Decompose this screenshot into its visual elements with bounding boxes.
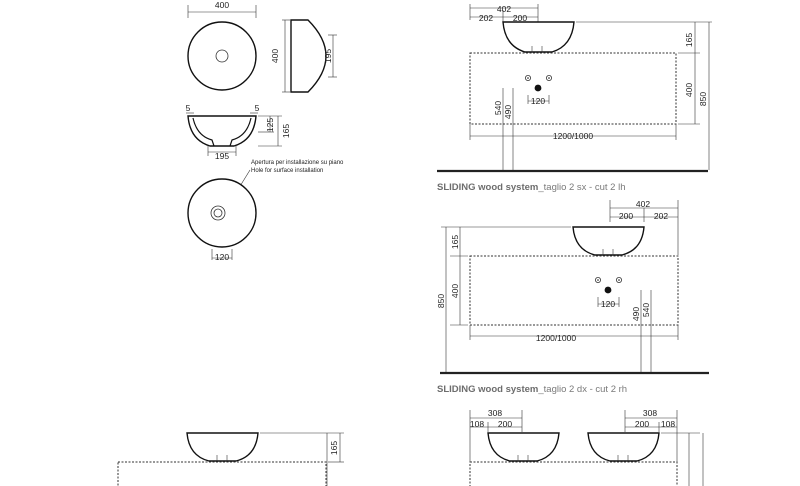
dbl-right-offset: 108 <box>661 419 675 429</box>
basin-side-view: 400 195 <box>270 19 337 93</box>
basin-section-view: 5 5 195 125 165 <box>186 103 291 161</box>
cutl-drain-540: 540 <box>493 101 503 115</box>
cutl-total-height: 850 <box>698 92 708 106</box>
rim-right-label: 5 <box>255 103 260 113</box>
top-width-label: 400 <box>215 0 229 10</box>
dbl-left-offset: 108 <box>470 419 484 429</box>
cutl-offset-left: 202 <box>479 13 493 23</box>
cutr-unit-height: 400 <box>450 284 460 298</box>
cutl-drain-spacing: 120 <box>531 96 545 106</box>
cutr-offset-left: 200 <box>619 211 633 221</box>
cutr-bowl-width: 402 <box>636 199 650 209</box>
basin-hole-view: Apertura per installazione su piano Hole… <box>187 160 344 262</box>
cutl-drain-490: 490 <box>503 105 513 119</box>
cutr-bowl-height: 165 <box>450 235 460 249</box>
cutr-total-height: 850 <box>436 294 446 308</box>
side-depth-label: 195 <box>323 49 333 63</box>
hole-note-line1: Apertura per installazione su piano <box>251 160 344 166</box>
dbl-right-inner: 200 <box>635 419 649 429</box>
section-inner-label: 125 <box>265 118 275 132</box>
cut-right-elevation: 402 200 202 120 490 540 1200/1000 165 40… <box>436 199 709 395</box>
dbl-left-inner: 200 <box>498 419 512 429</box>
cutl-bowl-height: 165 <box>684 33 694 47</box>
dbl-right-width: 308 <box>643 408 657 418</box>
section-total-label: 165 <box>281 124 291 138</box>
cutr-drain-490: 490 <box>631 307 641 321</box>
hole-note-line2: Hole for surface installation <box>251 168 323 174</box>
basin-top-view: 400 <box>187 0 257 91</box>
cutr-offset-right: 202 <box>654 211 668 221</box>
rim-left-label: 5 <box>186 103 191 113</box>
cutr-unit-width: 1200/1000 <box>536 333 576 343</box>
cutr-drain-spacing: 120 <box>601 299 615 309</box>
hole-dim-label: 120 <box>215 252 229 262</box>
double-elevation: 308 108 200 308 200 108 <box>469 408 704 486</box>
cut-left-elevation: 402 202 200 120 540 490 1200/1000 165 40… <box>437 4 712 193</box>
cutl-caption: SLIDING wood system_taglio 2 sx - cut 2 … <box>437 182 626 193</box>
cutr-caption-rest: _taglio 2 dx - cut 2 rh <box>537 384 627 395</box>
cutl-caption-bold: SLIDING wood system <box>437 182 538 193</box>
bottom-left-elevation: 165 <box>117 432 344 486</box>
section-base-label: 195 <box>215 151 229 161</box>
dbl-left-width: 308 <box>488 408 502 418</box>
cutl-caption-rest: _taglio 2 sx - cut 2 lh <box>537 182 625 193</box>
cutr-drain-540: 540 <box>641 303 651 317</box>
cutl-unit-width: 1200/1000 <box>553 131 593 141</box>
side-height-label: 400 <box>270 49 280 63</box>
cutl-offset-right: 200 <box>513 13 527 23</box>
cutl-unit-height: 400 <box>684 83 694 97</box>
cutr-caption: SLIDING wood system_taglio 2 dx - cut 2 … <box>437 384 627 395</box>
bl-bowl-height: 165 <box>329 441 339 455</box>
cutl-bowl-width: 402 <box>497 4 511 14</box>
cutr-caption-bold: SLIDING wood system <box>437 384 538 395</box>
